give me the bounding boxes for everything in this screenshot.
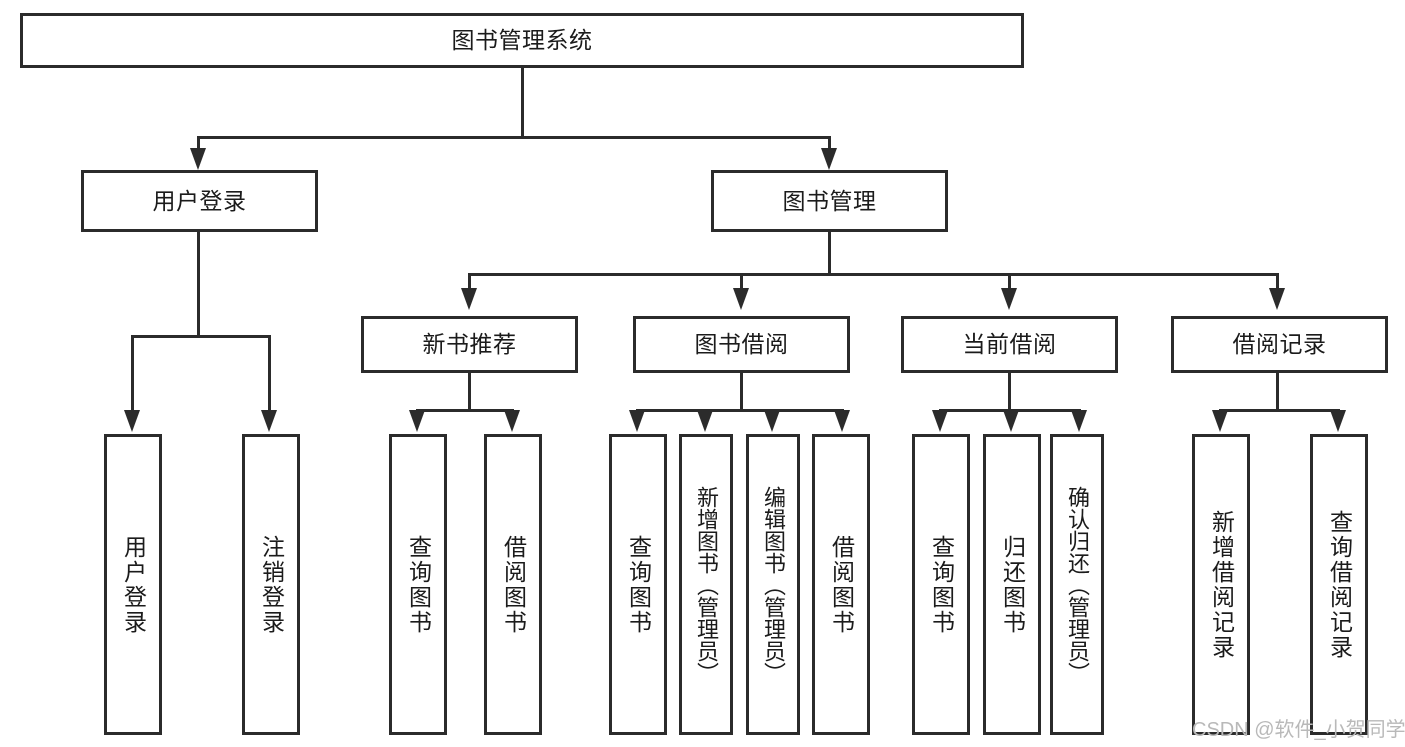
node-leaf-query-book-c[interactable]: 查询图书 [912,434,970,735]
arrow-leaf-query-book-c [932,410,948,432]
connector-nbr-trunk [468,373,471,409]
node-leaf-borrow-book-a[interactable]: 借阅图书 [484,434,542,735]
connector-book-management-spreader [468,273,1279,276]
connector-user-login-trunk [197,232,200,335]
node-label: 借阅图书 [828,534,855,635]
arrow-current-borrow [1001,288,1017,310]
arrow-leaf-borrow-book-b [834,410,850,432]
node-user-login[interactable]: 用户登录 [81,170,318,232]
node-leaf-borrow-book-b[interactable]: 借阅图书 [812,434,870,735]
node-label: 用户登录 [152,187,247,214]
node-root-system[interactable]: 图书管理系统 [20,13,1024,68]
arrow-leaf-user-login [124,410,140,432]
arrow-new-book-recommend [461,288,477,310]
arrow-leaf-add-record [1212,410,1228,432]
arrow-leaf-logout [261,410,277,432]
connector-user-login-spreader [131,335,271,338]
arrow-borrow-record [1269,288,1285,310]
node-leaf-user-login[interactable]: 用户登录 [104,434,162,735]
arrow-book-borrow [733,288,749,310]
node-new-book-recommend[interactable]: 新书推荐 [361,316,578,373]
node-label: 查询图书 [625,534,652,635]
node-label: 借阅记录 [1232,331,1327,358]
connector-bm-child-2 [740,273,743,293]
node-label: 查询借阅记录 [1326,509,1353,660]
node-label: 查询图书 [928,534,955,635]
node-leaf-query-book-a[interactable]: 查询图书 [389,434,447,735]
connector-bm-child-4 [1276,273,1279,293]
node-label: 编辑图书（管理员） [761,485,786,684]
arrow-leaf-query-book-b [629,410,645,432]
node-label: 查询图书 [405,534,432,635]
node-label: 新增借阅记录 [1208,509,1235,660]
connector-bm-child-1 [468,273,471,293]
node-leaf-query-record[interactable]: 查询借阅记录 [1310,434,1368,735]
node-label: 归还图书 [999,534,1026,635]
watermark-text: CSDN @软件_小贺同学 [1192,719,1405,741]
arrow-leaf-add-book [697,410,713,432]
node-leaf-query-book-b[interactable]: 查询图书 [609,434,667,735]
connector-root-trunk [521,68,524,136]
connector-bm-child-3 [1008,273,1011,293]
connector-nbr-spreader [416,409,514,412]
node-label: 用户登录 [120,534,147,635]
node-leaf-add-book[interactable]: 新增图书（管理员） [679,434,733,735]
arrow-leaf-query-record [1330,410,1346,432]
connector-bb-spreader [636,409,844,412]
connector-user-login-child-2 [268,335,271,415]
connector-root-spreader [197,136,831,139]
node-leaf-confirm-return[interactable]: 确认归还（管理员） [1050,434,1104,735]
arrow-leaf-confirm-return [1071,410,1087,432]
connector-bb-trunk [740,373,743,409]
node-label: 图书管理系统 [451,27,593,54]
node-book-borrow[interactable]: 图书借阅 [633,316,850,373]
connector-br-trunk [1276,373,1279,409]
node-current-borrow[interactable]: 当前借阅 [901,316,1118,373]
connector-to-user-login [197,136,200,152]
connector-cb-trunk [1008,373,1011,409]
connector-user-login-child-1 [131,335,134,415]
node-borrow-record[interactable]: 借阅记录 [1171,316,1388,373]
arrow-to-user-login [190,148,206,170]
arrow-leaf-edit-book [764,410,780,432]
node-leaf-add-record[interactable]: 新增借阅记录 [1192,434,1250,735]
arrow-leaf-return-book [1003,410,1019,432]
connector-br-spreader [1219,409,1338,412]
node-leaf-logout[interactable]: 注销登录 [242,434,300,735]
arrow-to-book-management [821,148,837,170]
node-label: 新书推荐 [422,331,517,358]
node-book-management[interactable]: 图书管理 [711,170,948,232]
connector-book-management-trunk [828,232,831,273]
node-label: 新增图书（管理员） [694,485,719,684]
arrow-leaf-query-book-a [409,410,425,432]
node-label: 借阅图书 [500,534,527,635]
arrow-leaf-borrow-book-a [504,410,520,432]
node-label: 确认归还（管理员） [1065,485,1090,684]
node-leaf-return-book[interactable]: 归还图书 [983,434,1041,735]
node-label: 注销登录 [258,534,285,635]
node-label: 图书管理 [782,187,877,214]
node-label: 当前借阅 [962,331,1057,358]
node-leaf-edit-book[interactable]: 编辑图书（管理员） [746,434,800,735]
connector-to-book-management [828,136,831,152]
node-label: 图书借阅 [694,331,789,358]
